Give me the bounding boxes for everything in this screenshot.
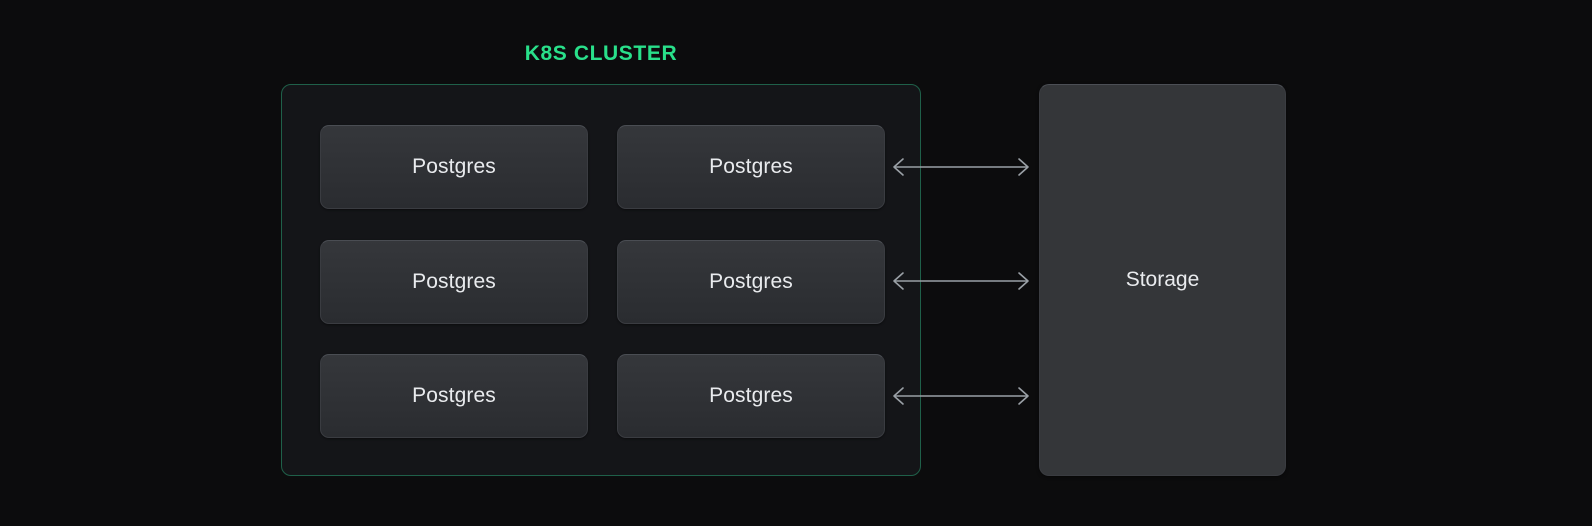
postgres-node[interactable]: Postgres: [617, 354, 885, 438]
postgres-node[interactable]: Postgres: [320, 125, 588, 209]
postgres-node[interactable]: Postgres: [617, 240, 885, 324]
postgres-node-label: Postgres: [709, 270, 793, 293]
postgres-node-label: Postgres: [412, 384, 496, 407]
postgres-node[interactable]: Postgres: [320, 354, 588, 438]
postgres-node-label: Postgres: [709, 384, 793, 407]
cluster-title: K8S CLUSTER: [524, 42, 678, 65]
storage-node[interactable]: Storage: [1039, 84, 1286, 476]
postgres-node[interactable]: Postgres: [320, 240, 588, 324]
postgres-node-label: Postgres: [412, 270, 496, 293]
storage-node-label: Storage: [1125, 268, 1200, 291]
postgres-node-grid: Postgres Postgres Postgres Postgres Post…: [320, 125, 885, 438]
postgres-node-label: Postgres: [709, 155, 793, 178]
postgres-node-label: Postgres: [412, 155, 496, 178]
postgres-node[interactable]: Postgres: [617, 125, 885, 209]
